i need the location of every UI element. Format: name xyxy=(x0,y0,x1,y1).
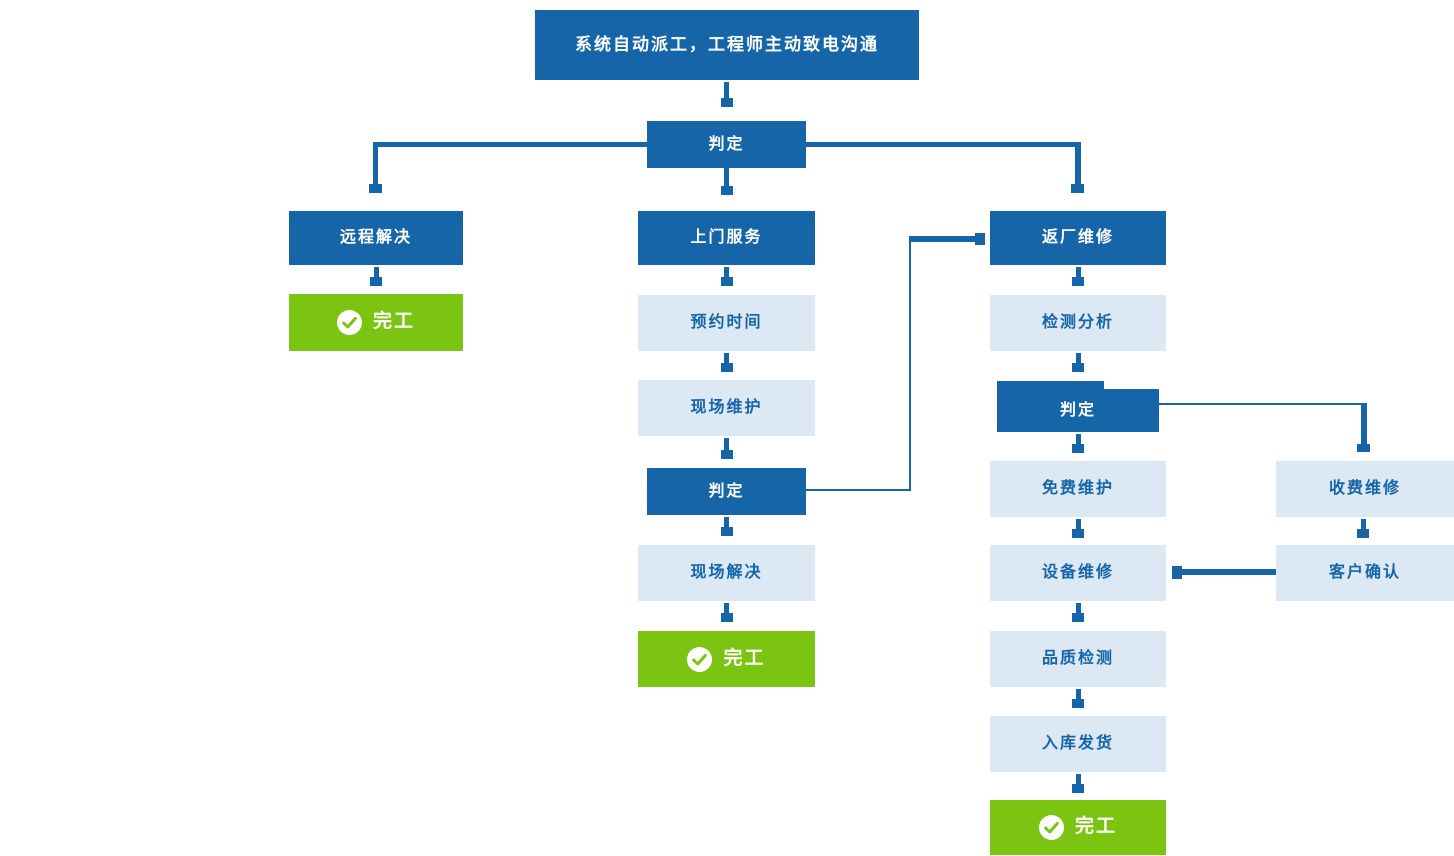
node-analyze-label: 检测分析 xyxy=(1041,314,1114,332)
node-quality-check: 品质检测 xyxy=(990,631,1166,687)
node-quality-check-label: 品质检测 xyxy=(1041,650,1114,668)
connector-branch-remote-arrow xyxy=(369,184,382,193)
connector-ship-done-arrow xyxy=(1072,784,1084,793)
node-done-onsite: 完工 xyxy=(638,631,815,687)
connector-repair-quality-arrow xyxy=(1072,613,1084,622)
node-onsite-solve: 现场解决 xyxy=(638,545,815,601)
node-onsite-service: 上门服务 xyxy=(638,211,815,265)
check-circle-icon xyxy=(687,646,713,672)
node-remote-solve: 远程解决 xyxy=(289,211,463,265)
node-decide-1-label: 判定 xyxy=(708,135,745,153)
connector-decide3-paid-arrow xyxy=(1357,444,1370,452)
node-appointment: 预约时间 xyxy=(638,295,815,351)
connector-remote-done-line xyxy=(374,267,379,277)
node-done-factory-label: 完工 xyxy=(1074,816,1117,838)
connector-paid-confirm-line xyxy=(1361,519,1366,529)
connector-branch-factory-arrow xyxy=(1071,184,1084,193)
connector-decide3-paid-hthin xyxy=(1159,403,1362,405)
connector-free-repair-line xyxy=(1076,519,1081,529)
node-dispatch: 系统自动派工，工程师主动致电沟通 xyxy=(535,10,919,80)
connector-remote-done-arrow xyxy=(370,277,382,286)
connector-analyze-decide3-arrow xyxy=(1072,363,1084,372)
connector-decide3-free-line xyxy=(1076,434,1081,444)
node-done-remote: 完工 xyxy=(289,294,463,351)
connector-repair-quality-line xyxy=(1076,603,1081,613)
node-customer-confirm-label: 客户确认 xyxy=(1328,564,1401,582)
connector-decide3-free-arrow xyxy=(1072,444,1084,453)
node-decide-1: 判定 xyxy=(647,121,806,168)
node-paid-repair-label: 收费维修 xyxy=(1328,480,1401,498)
connector-decide2-factory-arrow xyxy=(975,233,985,245)
node-onsite-service-label: 上门服务 xyxy=(690,229,763,247)
connector-dispatch-decide1-arrow xyxy=(721,98,733,107)
node-paid-repair: 收费维修 xyxy=(1276,461,1454,517)
node-decide-3: 判定 xyxy=(997,389,1159,432)
connector-maintain-decide2-arrow xyxy=(721,450,733,459)
node-onsite-solve-label: 现场解决 xyxy=(690,564,763,582)
node-free-maintain-label: 免费维护 xyxy=(1041,480,1114,498)
check-circle-icon xyxy=(336,310,362,335)
node-onsite-maintain-label: 现场维护 xyxy=(690,399,763,417)
connector-analyze-decide3-line xyxy=(1076,353,1081,363)
connector-onsite-appointment-arrow xyxy=(721,277,733,286)
connector-decide2-solve-arrow xyxy=(721,527,733,536)
check-circle-icon xyxy=(1038,815,1064,840)
connector-dispatch-decide1-line xyxy=(724,82,729,98)
connector-ship-done-line xyxy=(1076,774,1081,784)
node-analyze: 检测分析 xyxy=(990,295,1166,351)
connector-decide3-paid-vline xyxy=(1361,403,1367,444)
node-factory-repair: 返厂维修 xyxy=(990,211,1166,265)
node-dispatch-label: 系统自动派工，工程师主动致电沟通 xyxy=(575,34,879,54)
connector-factory-analyze-arrow xyxy=(1072,277,1084,286)
connector-quality-ship-line xyxy=(1076,689,1081,699)
connector-solve-done-arrow xyxy=(721,613,733,622)
node-decide-2-label: 判定 xyxy=(708,482,745,500)
connector-free-repair-arrow xyxy=(1072,529,1084,538)
connector-decide2-factory-vthin xyxy=(909,241,911,491)
connector-decide2-factory-hthick xyxy=(909,236,975,242)
node-done-factory: 完工 xyxy=(990,800,1166,855)
connector-onsite-appointment-line xyxy=(724,267,729,277)
node-equipment-repair: 设备维修 xyxy=(990,545,1166,601)
node-free-maintain: 免费维护 xyxy=(990,461,1166,517)
connector-confirm-repair-line xyxy=(1182,569,1276,575)
node-onsite-maintain: 现场维护 xyxy=(638,380,815,436)
node-warehouse-ship: 入库发货 xyxy=(990,716,1166,772)
connector-branch-onsite-arrow xyxy=(721,186,733,195)
node-decide-2: 判定 xyxy=(647,468,806,515)
node-equipment-repair-label: 设备维修 xyxy=(1041,564,1114,582)
connector-decide2-solve-line xyxy=(724,517,729,527)
connector-branch-remote-line xyxy=(373,147,378,184)
connector-solve-done-line xyxy=(724,603,729,613)
node-appointment-label: 预约时间 xyxy=(690,314,763,332)
node-remote-solve-label: 远程解决 xyxy=(339,229,412,247)
node-done-onsite-label: 完工 xyxy=(723,647,766,669)
connector-branch-onsite-line xyxy=(724,168,729,186)
node-done-remote-label: 完工 xyxy=(372,311,415,333)
connector-branch-factory-line xyxy=(1075,147,1081,184)
connector-maintain-decide2-line xyxy=(724,438,729,450)
connector-appointment-maintain-line xyxy=(724,353,729,363)
node-factory-repair-label: 返厂维修 xyxy=(1041,229,1114,247)
node-warehouse-ship-label: 入库发货 xyxy=(1041,735,1114,753)
connector-decide2-factory-hthin xyxy=(806,489,910,491)
node-customer-confirm: 客户确认 xyxy=(1276,545,1454,601)
connector-confirm-repair-arrow xyxy=(1172,566,1182,579)
connector-appointment-maintain-arrow xyxy=(721,363,733,372)
decide3-offset-rect xyxy=(997,381,1104,391)
connector-quality-ship-arrow xyxy=(1072,699,1084,708)
node-decide-3-label: 判定 xyxy=(1059,401,1096,419)
connector-paid-confirm-arrow xyxy=(1357,529,1369,538)
connector-factory-analyze-line xyxy=(1076,267,1081,277)
